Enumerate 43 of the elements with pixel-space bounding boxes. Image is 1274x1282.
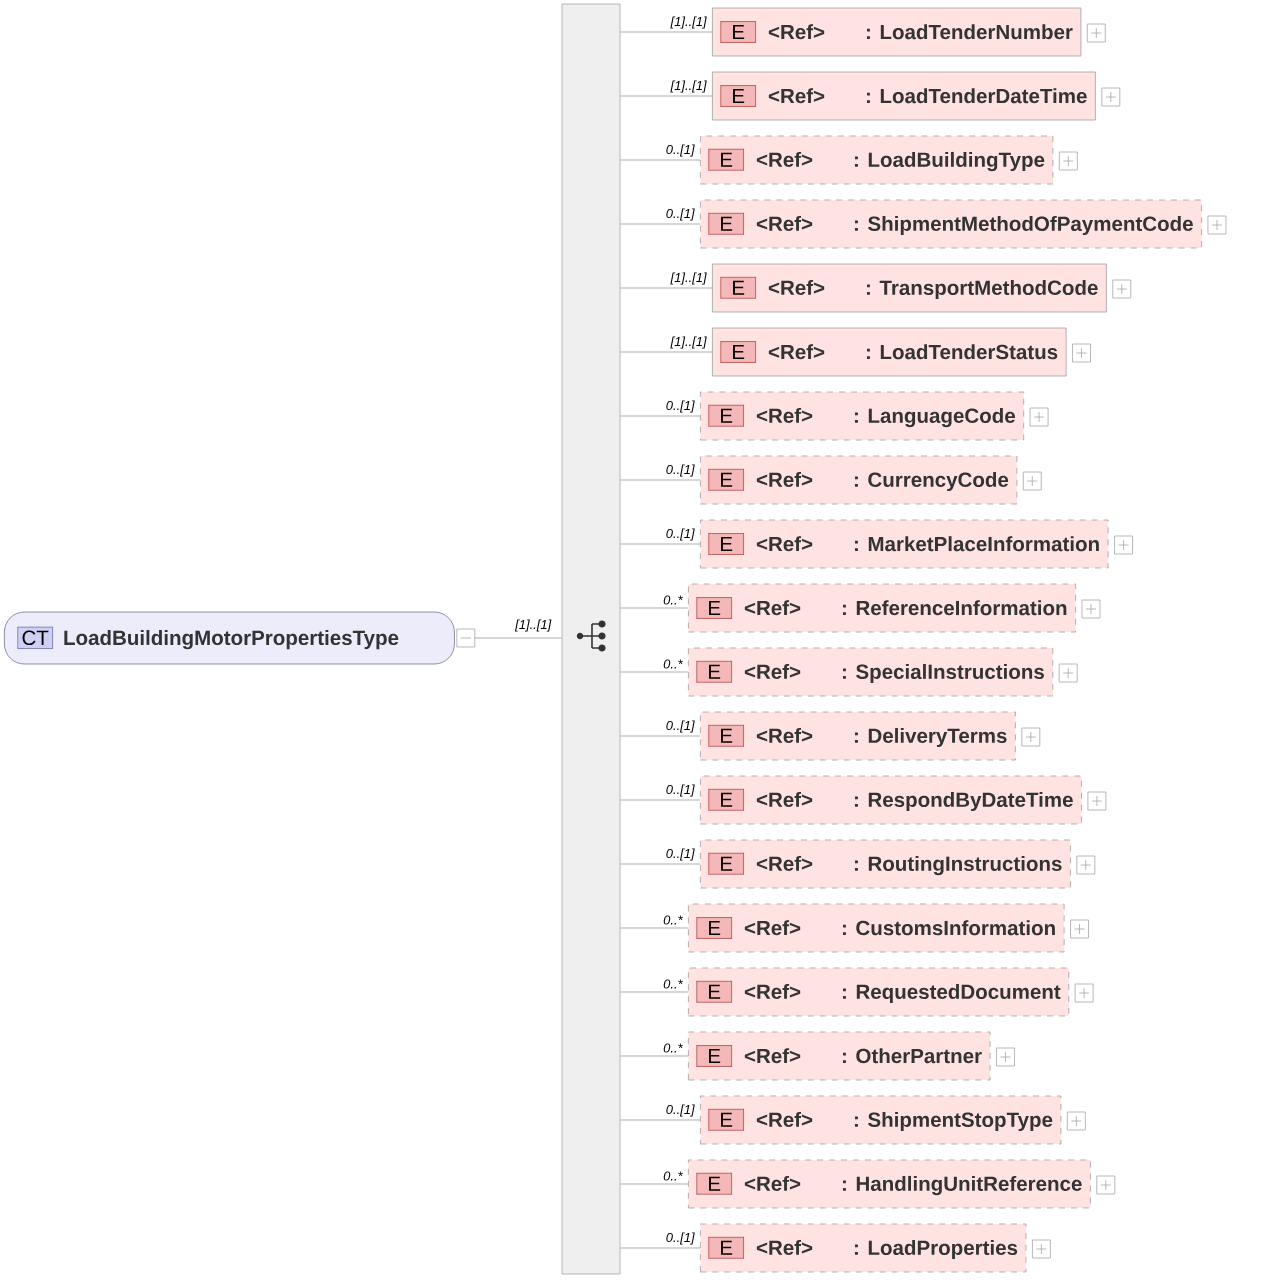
connector-line [620, 735, 701, 737]
element-box: E <Ref> : ReferenceInformation [688, 583, 1076, 633]
connector-line [620, 415, 701, 417]
element-box: E <Ref> : TransportMethodCode [712, 263, 1107, 313]
connector-line [620, 671, 689, 673]
connector-line [620, 799, 701, 801]
element-box: E <Ref> : HandlingUnitReference [688, 1159, 1091, 1209]
connector-line [620, 863, 701, 865]
element-box: E <Ref> : OtherPartner [688, 1031, 991, 1081]
element-box: E <Ref> : LoadBuildingType [700, 135, 1054, 185]
connector-line [620, 31, 713, 33]
element-box: E <Ref> : DeliveryTerms [700, 711, 1016, 761]
connector-line [620, 1055, 689, 1057]
element-box: E <Ref> : LoadTenderDateTime [712, 71, 1096, 121]
connector-line [620, 95, 713, 97]
connector-line [620, 159, 701, 161]
element-box: E <Ref> : SpecialInstructions [688, 647, 1054, 697]
element-box: E <Ref> : LoadTenderNumber [712, 7, 1082, 57]
element-box: E <Ref> : ShipmentMethodOfPaymentCode [700, 199, 1202, 249]
element-box: E <Ref> : RoutingInstructions [700, 839, 1071, 889]
element-box: E <Ref> : RespondByDateTime [700, 775, 1082, 825]
connector-line [620, 287, 713, 289]
connector-line [620, 1119, 701, 1121]
element-box: E <Ref> : MarketPlaceInformation [700, 519, 1109, 569]
element-box: E <Ref> : CurrencyCode [700, 455, 1018, 505]
sequence-bar [561, 3, 621, 1275]
element-box: E <Ref> : LoadProperties [700, 1223, 1027, 1273]
connector-line [620, 1183, 689, 1185]
element-box: E <Ref> : RequestedDocument [688, 967, 1070, 1017]
connector-line [620, 927, 689, 929]
connector-line [620, 991, 689, 993]
complex-type-box: CT LoadBuildingMotorPropertiesType [4, 611, 455, 665]
element-box: E <Ref> : LanguageCode [700, 391, 1025, 441]
connector-line [620, 607, 689, 609]
connector-line [474, 637, 562, 639]
element-box: E <Ref> : LoadTenderStatus [712, 327, 1067, 377]
connector-line [620, 1247, 701, 1249]
connector-line [620, 543, 701, 545]
connector-line [620, 351, 713, 353]
connector-line [620, 223, 701, 225]
element-box: E <Ref> : ShipmentStopType [700, 1095, 1062, 1145]
element-box: E <Ref> : CustomsInformation [688, 903, 1065, 953]
connector-line [620, 479, 701, 481]
